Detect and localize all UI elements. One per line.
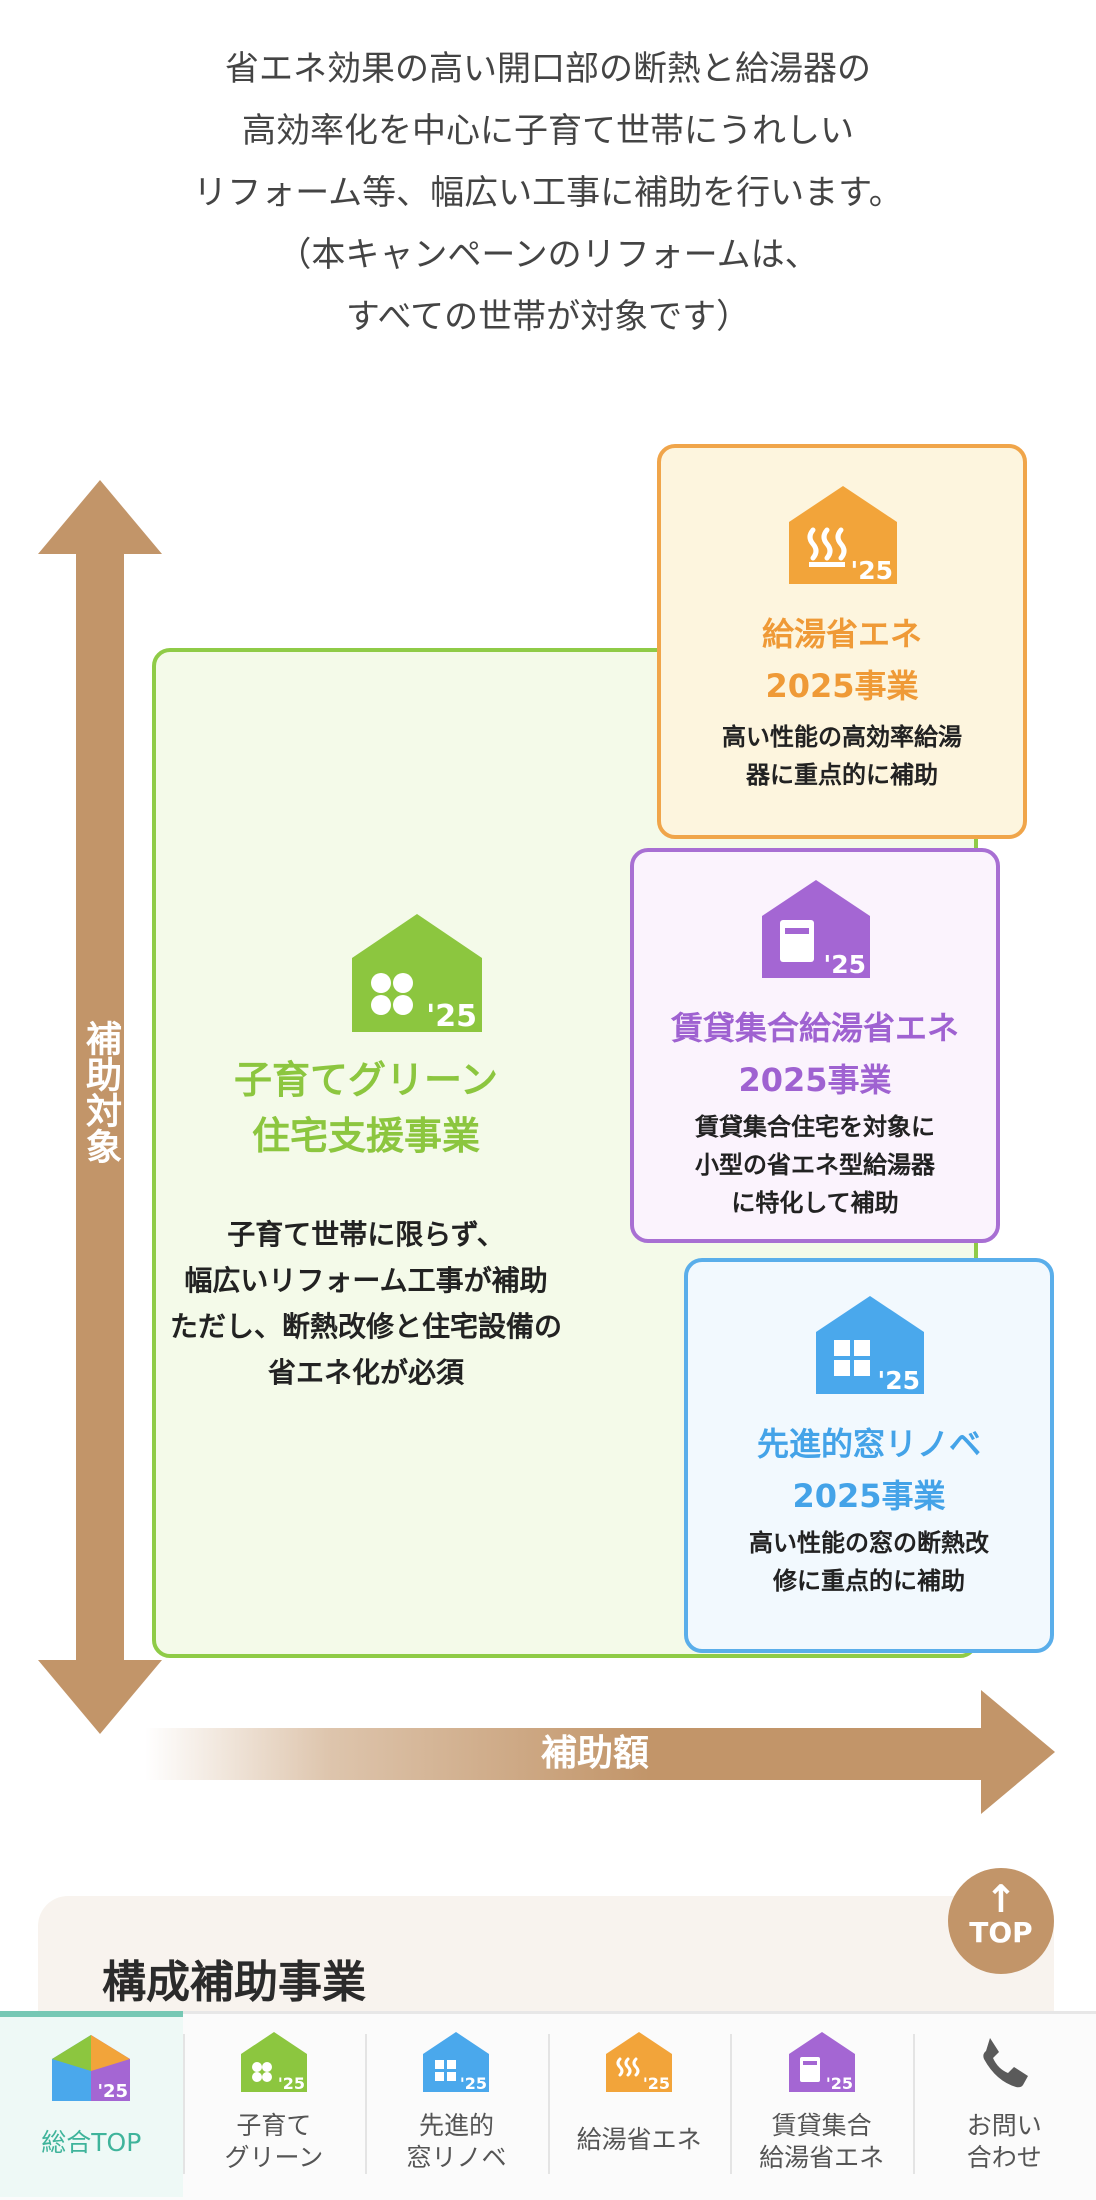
- water-heater-house-icon: '25: [762, 880, 870, 978]
- house-badge: '25: [643, 2074, 670, 2092]
- intro-line: リフォーム等、幅広い工事に補助を行います。: [193, 173, 903, 213]
- chintai-kyuto-card: '25 賃貸集合給湯省エネ 2025事業 賃貸集合住宅を対象に 小型の省エネ型給…: [630, 848, 1000, 1243]
- kyuto-shoene-card: '25 給湯省エネ 2025事業 高い性能の高効率給湯 器に重点的に補助: [657, 444, 1027, 839]
- card-title: 給湯省エネ 2025事業: [761, 615, 922, 705]
- horizontal-axis-label: 補助額: [540, 1733, 649, 1774]
- nav-item-madoreno[interactable]: '25 先進的 窓リノベ: [365, 2014, 548, 2200]
- arrow-up-icon: ↑: [985, 1877, 1017, 1921]
- hot-water-house-icon: '25: [789, 486, 897, 584]
- card-description: 賃貸集合住宅を対象に 小型の省エネ型給湯器 に特化して補助: [695, 1113, 935, 1217]
- nav-label: 賃貸集合 給湯省エネ: [759, 2111, 885, 2172]
- horizontal-axis-arrow: 補助額: [145, 1690, 1055, 1814]
- section-heading: 構成補助事業: [102, 1957, 366, 2008]
- phone-icon: [983, 2038, 1029, 2088]
- house-badge: '25: [826, 2074, 853, 2092]
- clover-house-icon: '25: [352, 914, 482, 1032]
- vertical-axis-label: 補助対象: [80, 1020, 121, 1164]
- back-to-top-button[interactable]: ↑ TOP: [948, 1868, 1054, 1974]
- nav-item-kosodate-green[interactable]: '25 子育て グリーン: [182, 2014, 366, 2200]
- arrow-shaft: [76, 552, 124, 1662]
- nav-item-kyuto-shoene[interactable]: '25 給湯省エネ: [547, 2014, 731, 2200]
- arrow-down-head: [38, 1660, 162, 1734]
- house-badge: '25: [278, 2074, 305, 2092]
- water-heater-house-icon: '25: [788, 2032, 855, 2092]
- subsidy-diagram: 補助対象 '25 子育てグリーン 住宅支援事業 子育て世帯に限らず、 幅広いリフ…: [0, 430, 1096, 1830]
- intro-line: すべての世帯が対象です）: [345, 297, 751, 337]
- arrow-shaft: [145, 1728, 985, 1780]
- multicolor-house-icon: '25: [52, 2035, 131, 2101]
- intro-line: 高効率化を中心に子育て世帯にうれしい: [242, 111, 854, 151]
- clover-house-icon: '25: [240, 2032, 307, 2092]
- nav-item-contact[interactable]: お問い 合わせ: [912, 2014, 1096, 2200]
- bottom-navigation: '25 総合TOP '25 子育て グリーン '25 先進的 窓リノベ: [0, 2011, 1096, 2200]
- nav-item-chintai-kyuto[interactable]: '25 賃貸集合 給湯省エネ: [730, 2014, 913, 2200]
- nav-label: 子育て グリーン: [224, 2111, 324, 2172]
- nav-label: 給湯省エネ: [576, 2125, 702, 2154]
- arrow-up-head: [38, 480, 162, 554]
- intro-line: （本キャンペーンのリフォームは、: [277, 235, 819, 275]
- house-badge: '25: [460, 2074, 487, 2092]
- card-title: 子育てグリーン 住宅支援事業: [233, 1058, 499, 1158]
- house-badge: '25: [98, 2081, 129, 2101]
- house-badge: '25: [851, 556, 893, 584]
- card-title: 賃貸集合給湯省エネ 2025事業: [670, 1009, 959, 1099]
- nav-label: お問い 合わせ: [966, 2111, 1042, 2172]
- nav-item-top[interactable]: '25 総合TOP: [0, 2011, 183, 2197]
- card-title: 先進的窓リノベ 2025事業: [756, 1425, 981, 1515]
- vertical-axis-arrow: 補助対象: [38, 480, 162, 1734]
- house-badge: '25: [426, 999, 477, 1032]
- back-to-top-label: TOP: [969, 1916, 1033, 1949]
- window-house-icon: '25: [423, 2032, 490, 2092]
- hot-water-house-icon: '25: [606, 2032, 673, 2092]
- card-description: 高い性能の高効率給湯 器に重点的に補助: [722, 723, 962, 789]
- intro-line: 省エネ効果の高い開口部の断熱と給湯器の: [225, 49, 871, 89]
- card-description: 高い性能の窓の断熱改 修に重点的に補助: [749, 1529, 989, 1595]
- window-house-icon: '25: [816, 1296, 924, 1394]
- nav-label: 先進的 窓リノベ: [406, 2111, 507, 2172]
- arrow-right-head: [981, 1690, 1055, 1814]
- intro-text: 省エネ効果の高い開口部の断熱と給湯器の 高効率化を中心に子育て世帯にうれしい リ…: [0, 38, 1096, 348]
- house-badge: '25: [878, 1366, 920, 1394]
- madoreno-card: '25 先進的窓リノベ 2025事業 高い性能の窓の断熱改 修に重点的に補助: [684, 1258, 1054, 1653]
- nav-label: 総合TOP: [41, 2128, 142, 2157]
- card-description: 子育て世帯に限らず、 幅広いリフォーム工事が補助 ただし、断熱改修と住宅設備の …: [169, 1218, 562, 1389]
- house-badge: '25: [824, 950, 866, 978]
